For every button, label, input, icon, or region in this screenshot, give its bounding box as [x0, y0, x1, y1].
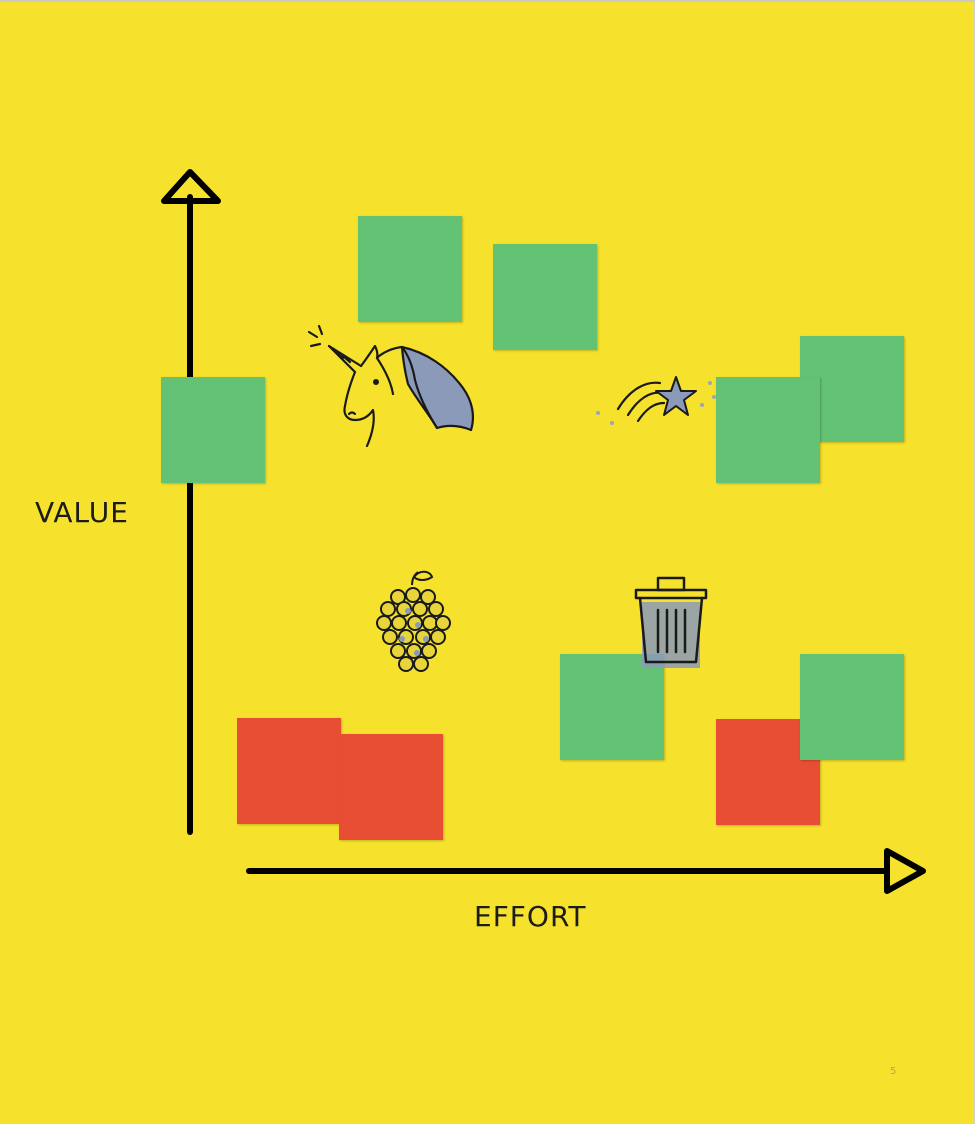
trash-can-icon — [634, 576, 708, 668]
shooting-star-icon — [596, 376, 716, 425]
sticky-note[interactable] — [560, 654, 664, 760]
sticky-note[interactable] — [339, 734, 443, 840]
page-number: 5 — [890, 1066, 897, 1077]
unicorn-icon — [307, 324, 474, 448]
sticky-note[interactable] — [493, 244, 597, 350]
sticky-note[interactable] — [716, 377, 820, 483]
sticky-note[interactable] — [358, 216, 462, 322]
effort-axis-label: EFFORT — [474, 900, 587, 933]
sticky-note[interactable] — [237, 718, 341, 824]
sticky-note[interactable] — [800, 654, 904, 760]
value-axis-label: VALUE — [35, 496, 129, 529]
sticky-note[interactable] — [161, 377, 265, 483]
effort-axis-arrowhead — [884, 848, 926, 894]
grapes-icon — [376, 570, 451, 672]
value-axis-arrowhead — [161, 169, 221, 204]
